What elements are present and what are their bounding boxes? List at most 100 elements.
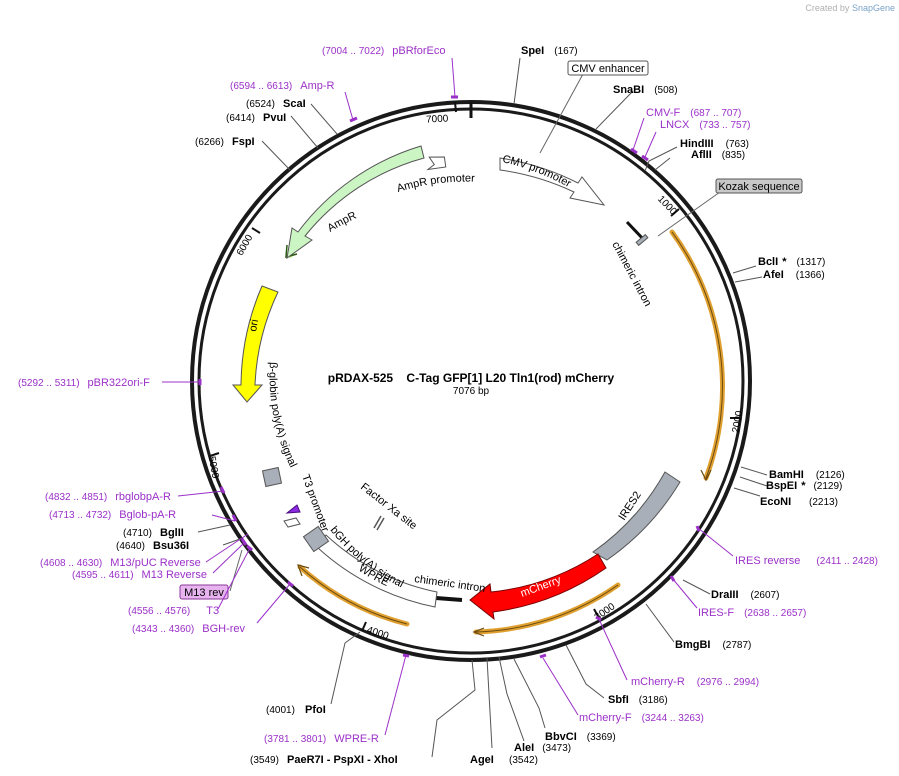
primer-Amp-R: (6594 .. 6613)Amp-R — [230, 80, 335, 92]
factor-xa-mark-b — [376, 517, 385, 531]
site-Bsu36I-pos: (4640) — [116, 541, 145, 552]
cmv-enhancer-box — [567, 60, 649, 76]
kozak-leader — [657, 191, 721, 237]
leader-AgeI — [486, 657, 493, 749]
leader-LNCX — [644, 131, 657, 158]
leader-EcoNI — [733, 487, 761, 497]
primer-pBR322ori-F: (5292 .. 5311)pBR322ori-F — [18, 377, 150, 389]
primer-mCherry-R: mCherry-R(2976 .. 2994) — [631, 676, 759, 688]
tick-1000 — [670, 208, 680, 217]
primer-BGH-rev: (4343 .. 4360)BGH-rev — [132, 623, 246, 635]
site-PvuI-pos: (6414) — [226, 113, 255, 124]
primer-IRES-F: IRES-F(2638 .. 2657) — [698, 607, 806, 619]
mcherry-arrow — [469, 553, 607, 621]
leader-M13-Reverse — [212, 542, 245, 574]
tick-label-6000: 6000 — [235, 233, 256, 258]
site-PvuI: PvuI — [263, 112, 286, 124]
site-BspEI: BspEI*(2129) — [766, 480, 842, 492]
site-ScaI-pos: (6524) — [246, 99, 275, 110]
orf-arc-left-arrow — [297, 564, 310, 577]
leader-T3 — [217, 547, 251, 610]
factor-xa-label: Factor Xa site — [358, 481, 419, 532]
primer-mCherry-F: mCherry-F(3244 .. 3263) — [579, 712, 704, 724]
site-AflII: AflII(835) — [691, 149, 745, 161]
leader-BglII — [197, 524, 231, 533]
m13-rev-leader — [229, 549, 243, 592]
m13-rev-label: M13 rev — [184, 587, 224, 599]
leader-BspEI — [739, 476, 768, 487]
leader-PfoI — [330, 631, 361, 705]
mark-T3 — [246, 544, 253, 552]
tick-7000 — [454, 101, 457, 113]
ampr-promoter-label: AmpR promoter — [395, 173, 475, 195]
leader-SbfI — [565, 644, 605, 699]
site-FspI-pos: (6266) — [195, 137, 224, 148]
site-EcoNI: EcoNI — [760, 496, 791, 508]
tick-5000 — [209, 452, 220, 457]
leader-SnaBI — [595, 90, 634, 130]
leader-WPRE-R — [384, 654, 407, 736]
ires2-block — [592, 471, 681, 561]
snapgene-brand: SnapGene — [851, 3, 895, 13]
orf-arc-ampr-arrow — [285, 244, 298, 259]
primer-leaders — [162, 57, 734, 736]
site-BglII: BglII — [160, 527, 184, 539]
site-EcoNI-pos: (2213) — [809, 497, 838, 508]
site-PfoI: PfoI — [305, 704, 326, 716]
site-BamHI: BamHI(2126) — [769, 469, 845, 481]
site-AgeI: AgeI — [470, 754, 494, 766]
chimeric-intron-2-mark — [435, 596, 463, 602]
site-AfeI: AfeI(1366) — [763, 269, 825, 281]
credit-prefix: Created by — [805, 3, 850, 13]
tick-label-7000: 7000 — [426, 113, 449, 125]
mark-mCherry-R — [595, 615, 602, 622]
leader-XhoI — [431, 659, 476, 758]
mark-M13 — [240, 538, 248, 546]
mark-mCherry-F — [539, 653, 547, 659]
kozak-label: Kozak sequence — [718, 181, 799, 193]
mark-Amp-R — [349, 116, 358, 123]
primer-M13-Reverse: (4595 .. 4611)M13 Reverse — [72, 569, 207, 581]
leader-IRES-reverse — [697, 527, 734, 557]
orf-arc-right — [669, 229, 725, 481]
site-XhoI-pos: (3549) — [250, 755, 279, 766]
site-FspI: FspI — [232, 136, 255, 148]
ampr-promoter-arrow — [426, 156, 447, 171]
leader-HindIII — [644, 146, 678, 172]
orf-arc-left-core — [299, 566, 408, 625]
site-AgeI-pos: (3542) — [509, 755, 538, 766]
mark-Bglob-pA-R — [231, 514, 238, 522]
tick-label-1000: 1000 — [655, 194, 679, 218]
wpre-block — [317, 534, 438, 608]
mark-IRES-reverse — [695, 525, 701, 532]
site-AleI: AleI(3473) — [514, 742, 571, 754]
factor-xa-mark-a — [373, 515, 382, 529]
leader-ScaI — [310, 103, 338, 135]
chimeric-intron-1-label: chimeric intron — [609, 240, 653, 309]
leader-mCherry-F — [542, 657, 579, 716]
leader-AleI — [498, 656, 525, 742]
bglobin-polya-block — [261, 466, 283, 488]
site-SnaBI: SnaBI(508) — [613, 84, 678, 96]
snapgene-credit: Created by SnapGene — [805, 3, 895, 13]
leader-BamHI — [740, 466, 768, 476]
leader-rbglobpA-R — [177, 490, 225, 497]
leader-mCherry-R — [597, 616, 628, 681]
site-DraIII: DraIII(2607) — [711, 589, 779, 601]
chimeric-intron-1-mark — [625, 220, 646, 242]
tick-label-2000: 2000 — [731, 410, 746, 434]
mark-WPRE-R — [402, 653, 410, 658]
leader-M13-pUC-Reverse — [205, 533, 249, 563]
cmv-enhancer-leader — [539, 73, 584, 154]
mark-BGH-rev — [287, 580, 294, 588]
tick-4000 — [361, 621, 367, 632]
site-SbfI: SbfI(3186) — [608, 694, 668, 706]
mark-LNCX — [641, 154, 649, 162]
orf-arc-right-core — [671, 231, 723, 479]
primer-Bglob-pA-R: (4713 .. 4732)Bglob-pA-R — [49, 509, 176, 521]
bglobin-polya-label: β-globin poly(A) signal — [267, 362, 299, 470]
orf-arc-bottom-core — [475, 584, 619, 633]
primer-marks — [198, 95, 701, 659]
site-BmgBI: BmgBI(2787) — [675, 639, 751, 651]
